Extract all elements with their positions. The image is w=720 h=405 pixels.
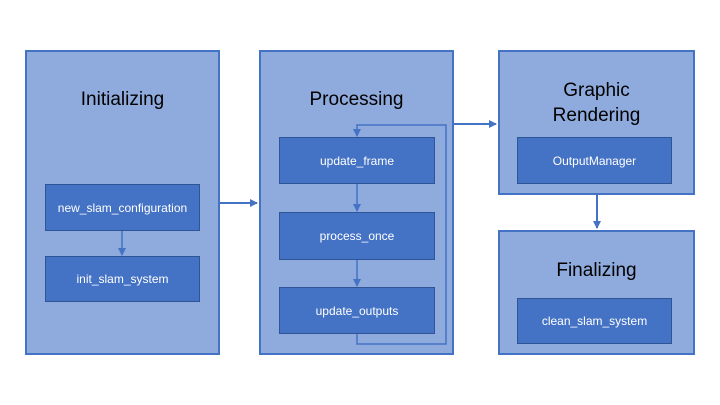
graphic-rendering-title-line1: Graphic bbox=[563, 80, 630, 101]
processing-title: Processing bbox=[309, 89, 404, 110]
output-manager-node[interactable]: OutputManager bbox=[517, 137, 672, 184]
new-slam-configuration-node[interactable]: new_slam_configuration bbox=[45, 184, 200, 231]
initializing-title: Initializing bbox=[80, 89, 165, 110]
loop-arrow-update-outputs-to-update-frame bbox=[353, 124, 447, 345]
graphic-rendering-title-line2: Rendering bbox=[552, 105, 641, 126]
clean-slam-system-node[interactable]: clean_slam_system bbox=[517, 298, 672, 344]
process-once-node[interactable]: process_once bbox=[279, 212, 435, 260]
init-slam-system-node[interactable]: init_slam_system bbox=[45, 256, 200, 302]
update-outputs-node[interactable]: update_outputs bbox=[279, 287, 435, 334]
update-frame-node[interactable]: update_frame bbox=[279, 137, 435, 184]
finalizing-title: Finalizing bbox=[556, 260, 637, 281]
